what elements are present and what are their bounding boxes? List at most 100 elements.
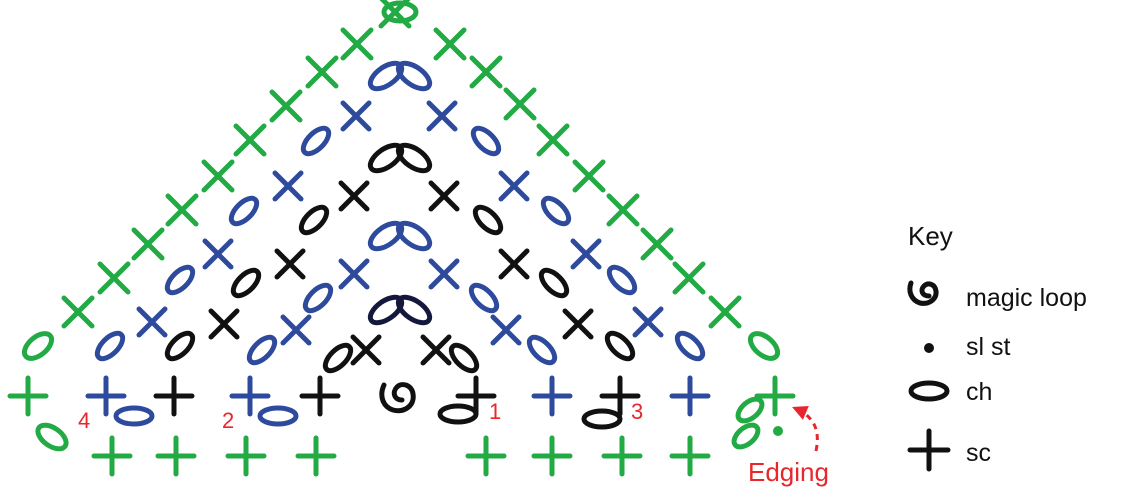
sc-plus-icon	[669, 435, 711, 477]
sc-plus-icon	[455, 375, 497, 417]
sc-x-icon	[340, 100, 372, 132]
sc-x-icon	[428, 258, 460, 290]
ch-pair-icon	[367, 142, 433, 174]
ch-oval-icon	[300, 125, 332, 157]
sc-x-icon	[340, 27, 374, 61]
sc-x-icon	[350, 334, 382, 366]
row-label-1: 1	[489, 399, 501, 424]
sc-plus-icon	[155, 435, 197, 477]
ch-oval-icon	[230, 267, 262, 299]
sc-x-icon	[632, 306, 664, 338]
sc-x-icon	[202, 238, 234, 270]
sc-plus-icon	[531, 435, 573, 477]
ch-oval-icon	[298, 204, 330, 236]
ch-oval-icon	[164, 330, 196, 362]
ch-oval-icon	[526, 334, 558, 366]
sc-plus-icon	[225, 435, 267, 477]
sc-x-icon	[672, 261, 706, 295]
sc-plus-icon	[531, 375, 573, 417]
ch-oval-icon	[381, 0, 419, 24]
ch-oval-icon	[94, 330, 126, 362]
ch-oval-icon	[228, 195, 260, 227]
key-legend: Key magic loop sl st ch sc	[907, 221, 1087, 472]
ch-oval-icon	[322, 342, 354, 374]
sc-plus-icon	[754, 375, 796, 417]
ch-oval-icon	[908, 380, 950, 402]
ch-oval-icon	[735, 396, 765, 424]
sc-plus-icon	[153, 375, 195, 417]
ch-oval-icon	[674, 330, 706, 362]
ch-oval-icon	[472, 204, 504, 236]
sc-plus-icon	[7, 375, 49, 417]
edging-arrow	[792, 406, 819, 452]
ch-pair-icon	[367, 294, 433, 326]
sc-plus-icon	[601, 435, 643, 477]
sl-st-dot-icon	[773, 426, 783, 436]
ch-oval-icon	[35, 422, 69, 452]
ch-oval-icon	[606, 264, 638, 296]
ch-oval-icon	[21, 331, 55, 361]
ch-oval-icon	[448, 342, 480, 374]
key-label-sl-st: sl st	[966, 333, 1011, 361]
ch-oval-icon	[731, 422, 761, 450]
ch-oval-icon	[437, 403, 479, 425]
sc-x-icon	[272, 170, 304, 202]
edging-label: Edging	[748, 457, 829, 487]
sc-plus-icon	[907, 428, 951, 472]
sc-x-icon	[165, 193, 199, 227]
sc-x-icon	[208, 308, 240, 340]
key-label-ch: ch	[966, 378, 992, 406]
sc-x-icon	[498, 248, 530, 280]
ch-oval-icon	[468, 282, 500, 314]
sc-plus-icon	[465, 435, 507, 477]
sc-x-icon	[274, 248, 306, 280]
sc-x-icon	[572, 159, 606, 193]
sc-x-icon	[503, 87, 537, 121]
sc-x-icon	[420, 334, 452, 366]
magic-loop-icon	[379, 382, 416, 414]
sc-x-icon	[490, 314, 522, 346]
sc-plus-icon	[299, 375, 341, 417]
sc-x-icon	[233, 123, 267, 157]
magic-loop-icon	[907, 280, 939, 306]
sc-plus-icon	[669, 375, 711, 417]
sc-x-icon	[536, 123, 570, 157]
key-title: Key	[908, 221, 953, 251]
sc-x-icon	[131, 227, 165, 261]
sc-plus-icon	[85, 375, 127, 417]
ch-oval-icon	[538, 267, 570, 299]
sc-plus-icon	[599, 375, 641, 417]
sc-plus-icon	[229, 375, 271, 417]
ch-oval-icon	[257, 405, 299, 427]
sc-x-icon	[606, 193, 640, 227]
sc-x-icon	[61, 295, 95, 329]
ch-oval-icon	[164, 264, 196, 296]
key-label-magic-loop: magic loop	[966, 284, 1087, 312]
ch-oval-icon	[604, 330, 636, 362]
ch-oval-icon	[747, 331, 781, 361]
sc-x-icon	[433, 27, 467, 61]
sc-x-icon	[201, 159, 235, 193]
sc-x-icon	[269, 89, 303, 123]
row-label-2: 2	[222, 408, 234, 433]
sc-x-icon	[280, 314, 312, 346]
row-label-4: 4	[78, 408, 90, 433]
sc-x-icon	[640, 227, 674, 261]
sc-x-icon	[136, 306, 168, 338]
sc-x-icon	[428, 180, 460, 212]
key-label-sc: sc	[966, 439, 991, 467]
sc-x-icon	[305, 55, 339, 89]
ch-oval-icon	[540, 195, 572, 227]
ch-oval-icon	[113, 405, 155, 427]
sc-plus-icon	[295, 435, 337, 477]
sc-x-icon	[708, 295, 742, 329]
sc-x-icon	[562, 308, 594, 340]
sc-x-icon	[338, 180, 370, 212]
ch-pair-icon	[367, 220, 433, 252]
row-label-3: 3	[631, 399, 643, 424]
sc-x-icon	[97, 261, 131, 295]
sl-st-dot-icon	[924, 343, 934, 353]
ch-oval-icon	[581, 408, 623, 430]
stitch-symbols	[7, 0, 796, 477]
